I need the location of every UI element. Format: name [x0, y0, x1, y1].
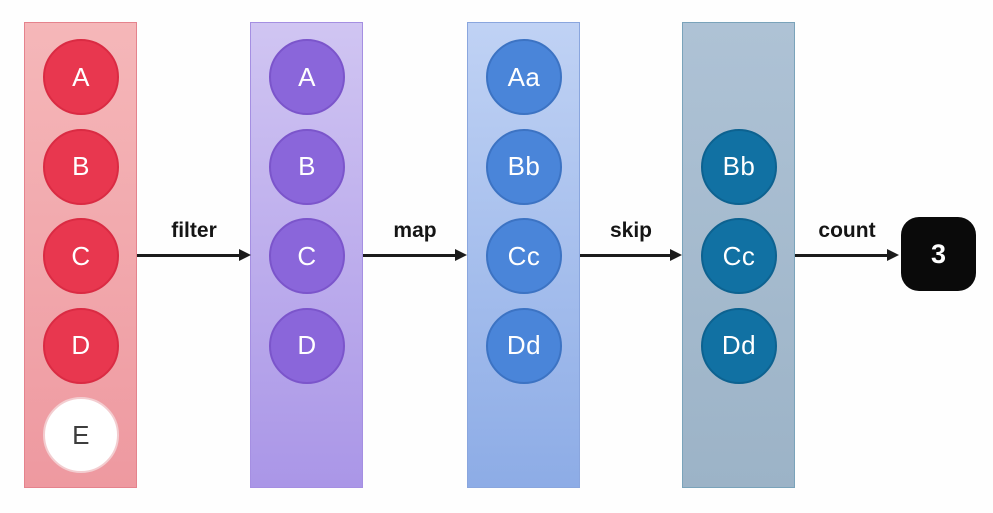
operation-map: map	[363, 220, 467, 262]
arrow-head	[239, 249, 251, 261]
operation-count-label: count	[818, 219, 876, 242]
operation-filter: filter	[137, 220, 251, 262]
element-circle-d: D	[269, 307, 345, 384]
element-circle-bb: Bb	[486, 128, 562, 205]
element-circle-c: C	[269, 218, 345, 294]
arrow-line	[580, 254, 673, 257]
element-circle-a: A	[43, 39, 119, 115]
arrow-head	[670, 249, 682, 261]
element-circle-d: D	[43, 307, 119, 384]
arrow-head	[455, 249, 467, 261]
arrow-right-icon	[580, 249, 682, 262]
operation-filter-label: filter	[171, 219, 217, 242]
element-circle-c: C	[43, 218, 119, 294]
element-circle-e: E	[43, 397, 119, 473]
operation-skip-label: skip	[609, 219, 653, 242]
element-circle-dd: Dd	[701, 307, 777, 384]
operation-count: count	[795, 220, 899, 262]
element-circle-b: B	[43, 128, 119, 205]
arrow-right-icon	[795, 249, 899, 262]
arrow-line	[137, 254, 242, 257]
element-circle-a: A	[269, 39, 345, 115]
arrow-head	[887, 249, 899, 261]
operation-map-label: map	[393, 219, 437, 242]
element-circle-aa: Aa	[486, 39, 562, 115]
arrow-line	[363, 254, 458, 257]
count-result-box: 3	[901, 217, 976, 291]
element-circle-cc: Cc	[486, 218, 562, 294]
count-value: 3	[930, 238, 947, 269]
element-circle-dd: Dd	[486, 307, 562, 384]
element-circle-b: B	[269, 128, 345, 205]
operation-skip: skip	[580, 220, 682, 262]
element-circle-cc: Cc	[701, 218, 777, 294]
arrow-right-icon	[363, 249, 467, 262]
arrow-line	[795, 254, 890, 257]
arrow-right-icon	[137, 249, 251, 262]
element-circle-bb: Bb	[701, 128, 777, 205]
